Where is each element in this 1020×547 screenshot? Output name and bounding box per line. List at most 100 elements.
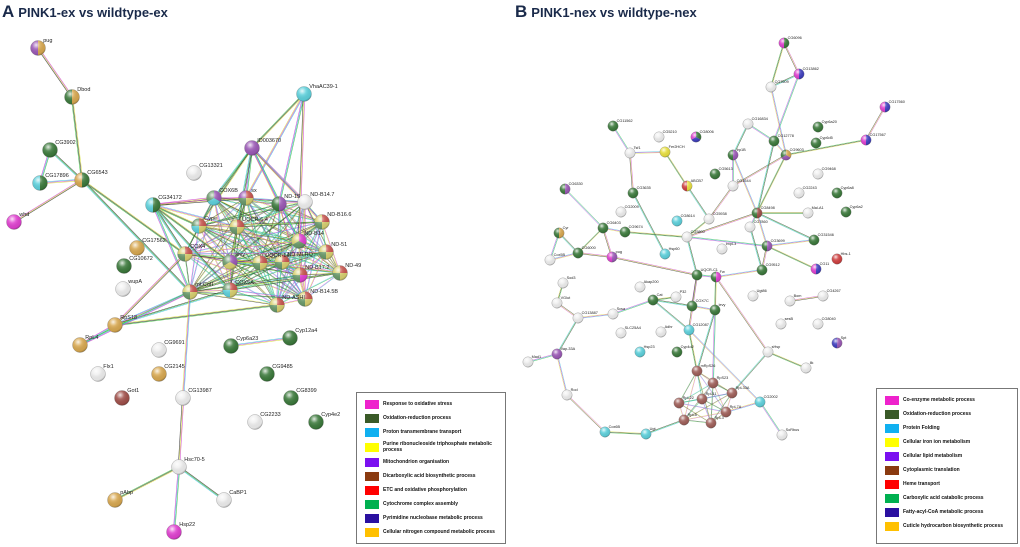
network-node[interactable] <box>274 254 290 270</box>
network-node[interactable] <box>690 131 702 143</box>
network-node[interactable] <box>551 297 563 309</box>
network-node[interactable] <box>145 197 161 213</box>
network-node[interactable] <box>709 168 721 180</box>
network-node[interactable] <box>72 337 88 353</box>
network-node[interactable] <box>860 134 872 146</box>
network-node[interactable] <box>64 89 80 105</box>
network-node[interactable] <box>282 330 298 346</box>
network-node[interactable] <box>269 297 285 313</box>
network-node[interactable] <box>812 121 824 133</box>
network-node[interactable] <box>171 459 187 475</box>
network-node[interactable] <box>216 492 232 508</box>
network-node[interactable] <box>634 281 646 293</box>
network-node[interactable] <box>659 248 671 260</box>
network-node[interactable] <box>32 175 48 191</box>
network-node[interactable] <box>107 317 123 333</box>
network-node[interactable] <box>653 131 665 143</box>
network-node[interactable] <box>691 269 703 281</box>
network-node[interactable] <box>129 240 145 256</box>
network-node[interactable] <box>710 271 722 283</box>
network-node[interactable] <box>553 227 565 239</box>
network-node[interactable] <box>817 290 829 302</box>
network-node[interactable] <box>606 251 618 263</box>
network-node[interactable] <box>166 524 182 540</box>
network-node[interactable] <box>615 206 627 218</box>
network-node[interactable] <box>744 221 756 233</box>
network-node[interactable] <box>709 304 721 316</box>
network-node[interactable] <box>808 234 820 246</box>
network-node[interactable] <box>634 346 646 358</box>
network-node[interactable] <box>597 222 609 234</box>
network-node[interactable] <box>116 258 132 274</box>
network-node[interactable] <box>765 81 777 93</box>
network-node[interactable] <box>607 308 619 320</box>
network-node[interactable] <box>747 290 759 302</box>
network-node[interactable] <box>332 265 348 281</box>
network-node[interactable] <box>751 207 763 219</box>
network-node[interactable] <box>683 324 695 336</box>
network-node[interactable] <box>314 214 330 230</box>
network-node[interactable] <box>742 118 754 130</box>
network-node[interactable] <box>522 356 534 368</box>
network-node[interactable] <box>671 215 683 227</box>
network-node[interactable] <box>678 414 690 426</box>
network-node[interactable] <box>271 196 287 212</box>
network-node[interactable] <box>812 168 824 180</box>
network-node[interactable] <box>707 377 719 389</box>
network-node[interactable] <box>296 86 312 102</box>
network-node[interactable] <box>551 348 563 360</box>
network-node[interactable] <box>716 243 728 255</box>
network-node[interactable] <box>659 146 671 158</box>
network-node[interactable] <box>686 300 698 312</box>
network-node[interactable] <box>308 414 324 430</box>
network-node[interactable] <box>291 233 307 249</box>
network-node[interactable] <box>696 393 708 405</box>
network-node[interactable] <box>244 140 260 156</box>
network-node[interactable] <box>768 135 780 147</box>
network-node[interactable] <box>681 231 693 243</box>
network-node[interactable] <box>544 254 556 266</box>
network-node[interactable] <box>762 346 774 358</box>
network-node[interactable] <box>114 390 130 406</box>
network-node[interactable] <box>670 291 682 303</box>
network-node[interactable] <box>673 397 685 409</box>
network-node[interactable] <box>784 295 796 307</box>
network-node[interactable] <box>222 282 238 298</box>
network-node[interactable] <box>572 247 584 259</box>
network-node[interactable] <box>831 253 843 265</box>
network-node[interactable] <box>647 294 659 306</box>
network-node[interactable] <box>182 284 198 300</box>
network-node[interactable] <box>561 389 573 401</box>
network-node[interactable] <box>879 101 891 113</box>
network-node[interactable] <box>90 366 106 382</box>
network-node[interactable] <box>191 218 207 234</box>
network-node[interactable] <box>640 428 652 440</box>
network-node[interactable] <box>810 137 822 149</box>
network-node[interactable] <box>297 291 313 307</box>
network-node[interactable] <box>624 147 636 159</box>
network-node[interactable] <box>705 417 717 429</box>
network-node[interactable] <box>802 207 814 219</box>
network-node[interactable] <box>615 327 627 339</box>
network-node[interactable] <box>756 264 768 276</box>
network-node[interactable] <box>599 426 611 438</box>
network-node[interactable] <box>175 390 191 406</box>
network-node[interactable] <box>681 180 693 192</box>
network-node[interactable] <box>727 180 739 192</box>
network-node[interactable] <box>703 213 715 225</box>
network-node[interactable] <box>177 246 193 262</box>
network-node[interactable] <box>42 142 58 158</box>
network-node[interactable] <box>30 40 46 56</box>
network-node[interactable] <box>754 396 766 408</box>
network-node[interactable] <box>223 338 239 354</box>
network-node[interactable] <box>810 263 822 275</box>
network-node[interactable] <box>206 190 222 206</box>
network-node[interactable] <box>238 190 254 206</box>
network-node[interactable] <box>776 429 788 441</box>
network-node[interactable] <box>151 342 167 358</box>
network-node[interactable] <box>297 194 313 210</box>
network-node[interactable] <box>252 255 268 271</box>
network-node[interactable] <box>671 346 683 358</box>
network-node[interactable] <box>800 362 812 374</box>
network-node[interactable] <box>720 406 732 418</box>
